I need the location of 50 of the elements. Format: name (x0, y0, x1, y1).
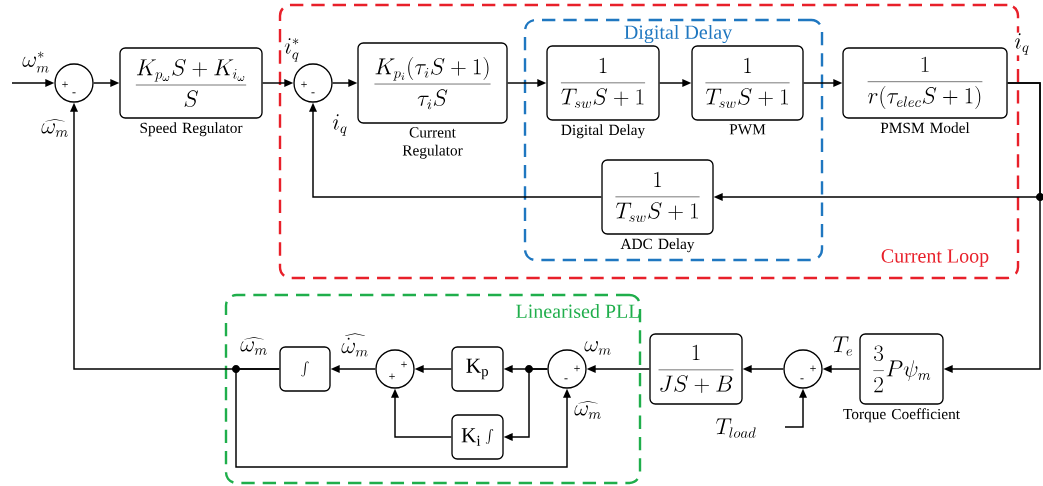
signal-label: $i_q^*$ (283, 37, 301, 63)
signal-arrow (802, 79, 843, 87)
transfer-function-block: $\int$ (279, 346, 331, 392)
signal-arrow (92, 79, 120, 87)
transfer-function-block: $\frac{K_{p_{\omega}}S+K_{i_{\omega}}}{S}$ (119, 47, 263, 119)
signal-label: $i_q$ (331, 113, 349, 137)
transfer-function-block: $\frac{3}{2}P\psi_{m}$ (859, 333, 944, 405)
transfer-function-block: $\frac{K_{p_{i}}(\tau_{i}S+1)}{\tau_{i}S}$ (357, 42, 508, 124)
signal-arrow (11, 79, 55, 87)
signal-arrow (261, 79, 294, 87)
signal-arrow (586, 365, 651, 373)
block-caption: Torque Coefficient (843, 408, 960, 423)
signal-arrow (309, 102, 603, 198)
block-caption: Digital Delay (561, 124, 646, 139)
block-caption: Current Regulator (402, 127, 463, 159)
signal-label: $\widehat{\omega_m}$ (40, 118, 70, 138)
block-caption: PMSM Model (880, 122, 970, 134)
signal-arrow (503, 368, 549, 441)
signal-arrow (658, 79, 692, 87)
summing-junction: + - (293, 63, 333, 103)
summing-junction: + + (375, 349, 415, 389)
signal-arrow (506, 79, 547, 87)
transfer-function-block: $\frac{1}{JS+B}$ (649, 333, 743, 405)
transfer-function-block: $\mathrm{K_{p}}$ (451, 346, 504, 392)
signal-arrow (713, 82, 1041, 201)
block-caption: ADC Delay (620, 238, 695, 253)
signal-label: $\omega_m^*$ (21, 50, 51, 74)
transfer-function-block: $\frac{1}{r(\tau_{elec}S+1)}$ (842, 47, 1008, 119)
signal-label: $T_e$ (832, 335, 854, 357)
signal-label: $\widehat{\dot{\omega}_m}$ (340, 332, 370, 358)
signal-arrow (784, 388, 807, 428)
transfer-function-block: $\frac{1}{T_{sw}S+1}$ (601, 159, 714, 235)
signal-arrow (822, 365, 861, 373)
signal-label: $\widehat{\omega_m}$ (573, 400, 603, 420)
block-caption: Speed Regulator (140, 122, 243, 137)
signal-arrow (235, 368, 571, 468)
summing-junction: + - (54, 63, 94, 103)
signal-arrow (414, 365, 453, 373)
signal-label: $T_{load}$ (714, 417, 758, 439)
signal-label: $i_q$ (1013, 32, 1031, 56)
transfer-function-block: $\frac{1}{T_{sw}S+1}$ (546, 45, 660, 121)
signal-arrow (742, 365, 785, 373)
block-caption: PWM (729, 124, 766, 135)
transfer-function-block: $\frac{1}{T_{sw}S+1}$ (691, 45, 804, 121)
signal-arrow (391, 388, 453, 438)
transfer-function-block: $\mathrm{K_{i}}\int$ (451, 414, 504, 460)
signal-arrow (331, 79, 358, 87)
signal-label: $\widehat{\omega_m}$ (239, 336, 269, 356)
signal-arrow (330, 365, 377, 373)
summing-junction: + - (783, 349, 823, 389)
